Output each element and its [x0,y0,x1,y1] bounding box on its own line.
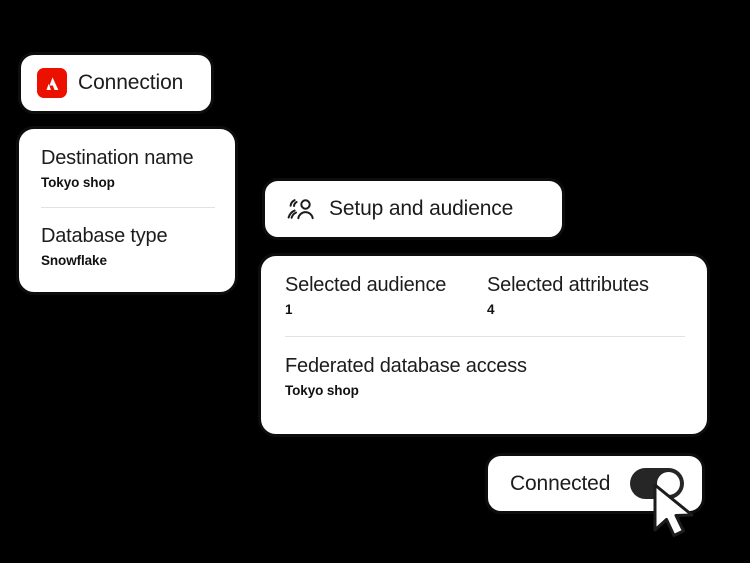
selected-attributes-label: Selected attributes [487,274,649,296]
audience-card-divider [285,336,685,337]
connection-label: Connection [78,71,184,94]
setup-and-audience-card[interactable]: Setup and audience [262,178,565,240]
federated-database-access-label: Federated database access [285,355,527,377]
selected-attributes-stat: Selected attributes 4 [487,274,685,317]
connection-toggle[interactable] [630,468,684,499]
destination-name-value: Tokyo shop [41,175,115,190]
connection-card[interactable]: Connection [18,52,214,114]
selected-audience-stat: Selected audience 1 [285,274,487,317]
database-type-value: Snowflake [41,253,107,268]
setup-and-audience-label: Setup and audience [329,197,514,220]
selected-attributes-value: 4 [487,302,495,317]
federated-database-access-field: Federated database access Tokyo shop [285,355,685,398]
database-type-label: Database type [41,225,168,247]
toggle-knob[interactable] [655,470,682,497]
destination-name-label: Destination name [41,147,194,169]
connected-status-card[interactable]: Connected [485,453,705,514]
destination-details-card: Destination name Tokyo shop Database typ… [16,126,238,295]
audience-summary-card: Selected audience 1 Selected attributes … [258,253,710,437]
adobe-logo-icon [37,68,67,98]
destination-name-field: Destination name Tokyo shop [41,147,215,190]
destination-card-divider [41,207,215,208]
selected-audience-label: Selected audience [285,274,447,296]
audience-group-icon [285,193,317,225]
audience-stats-row: Selected audience 1 Selected attributes … [285,274,685,317]
federated-database-access-value: Tokyo shop [285,383,359,398]
connected-label: Connected [510,471,611,495]
selected-audience-value: 1 [285,302,293,317]
database-type-field: Database type Snowflake [41,225,215,268]
